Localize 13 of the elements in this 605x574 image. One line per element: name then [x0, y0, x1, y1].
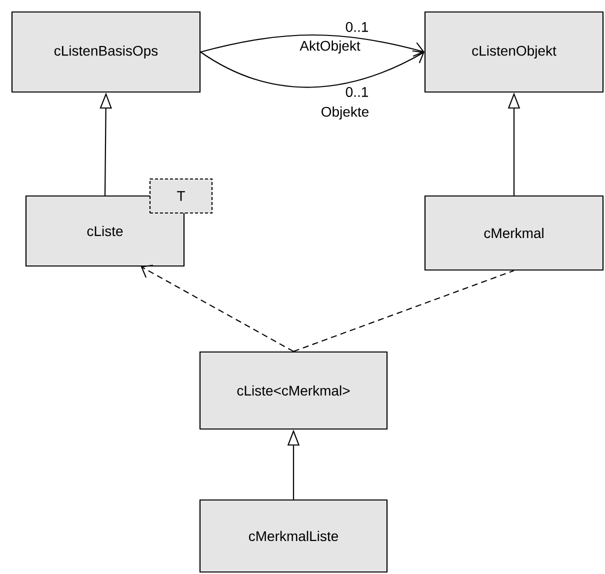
class-box: cListenBasisOps: [11, 11, 201, 93]
dependency-arrow: [140, 264, 294, 352]
class-box: cMerkmalListe: [199, 499, 388, 573]
multiplicity-label: 0..1: [344, 21, 370, 33]
edge-label: AktObjekt: [298, 39, 362, 55]
template-parameter-box: T: [149, 178, 213, 214]
class-box: cMerkmal: [424, 195, 604, 271]
class-box: cListe<cMerkmal>: [199, 351, 388, 430]
association-arrow: [200, 50, 424, 88]
edge-label: Objekte: [320, 105, 370, 121]
class-box: cListenObjekt: [424, 11, 604, 93]
multiplicity-label: 0..1: [344, 86, 370, 98]
association-arrow: [200, 34, 424, 57]
